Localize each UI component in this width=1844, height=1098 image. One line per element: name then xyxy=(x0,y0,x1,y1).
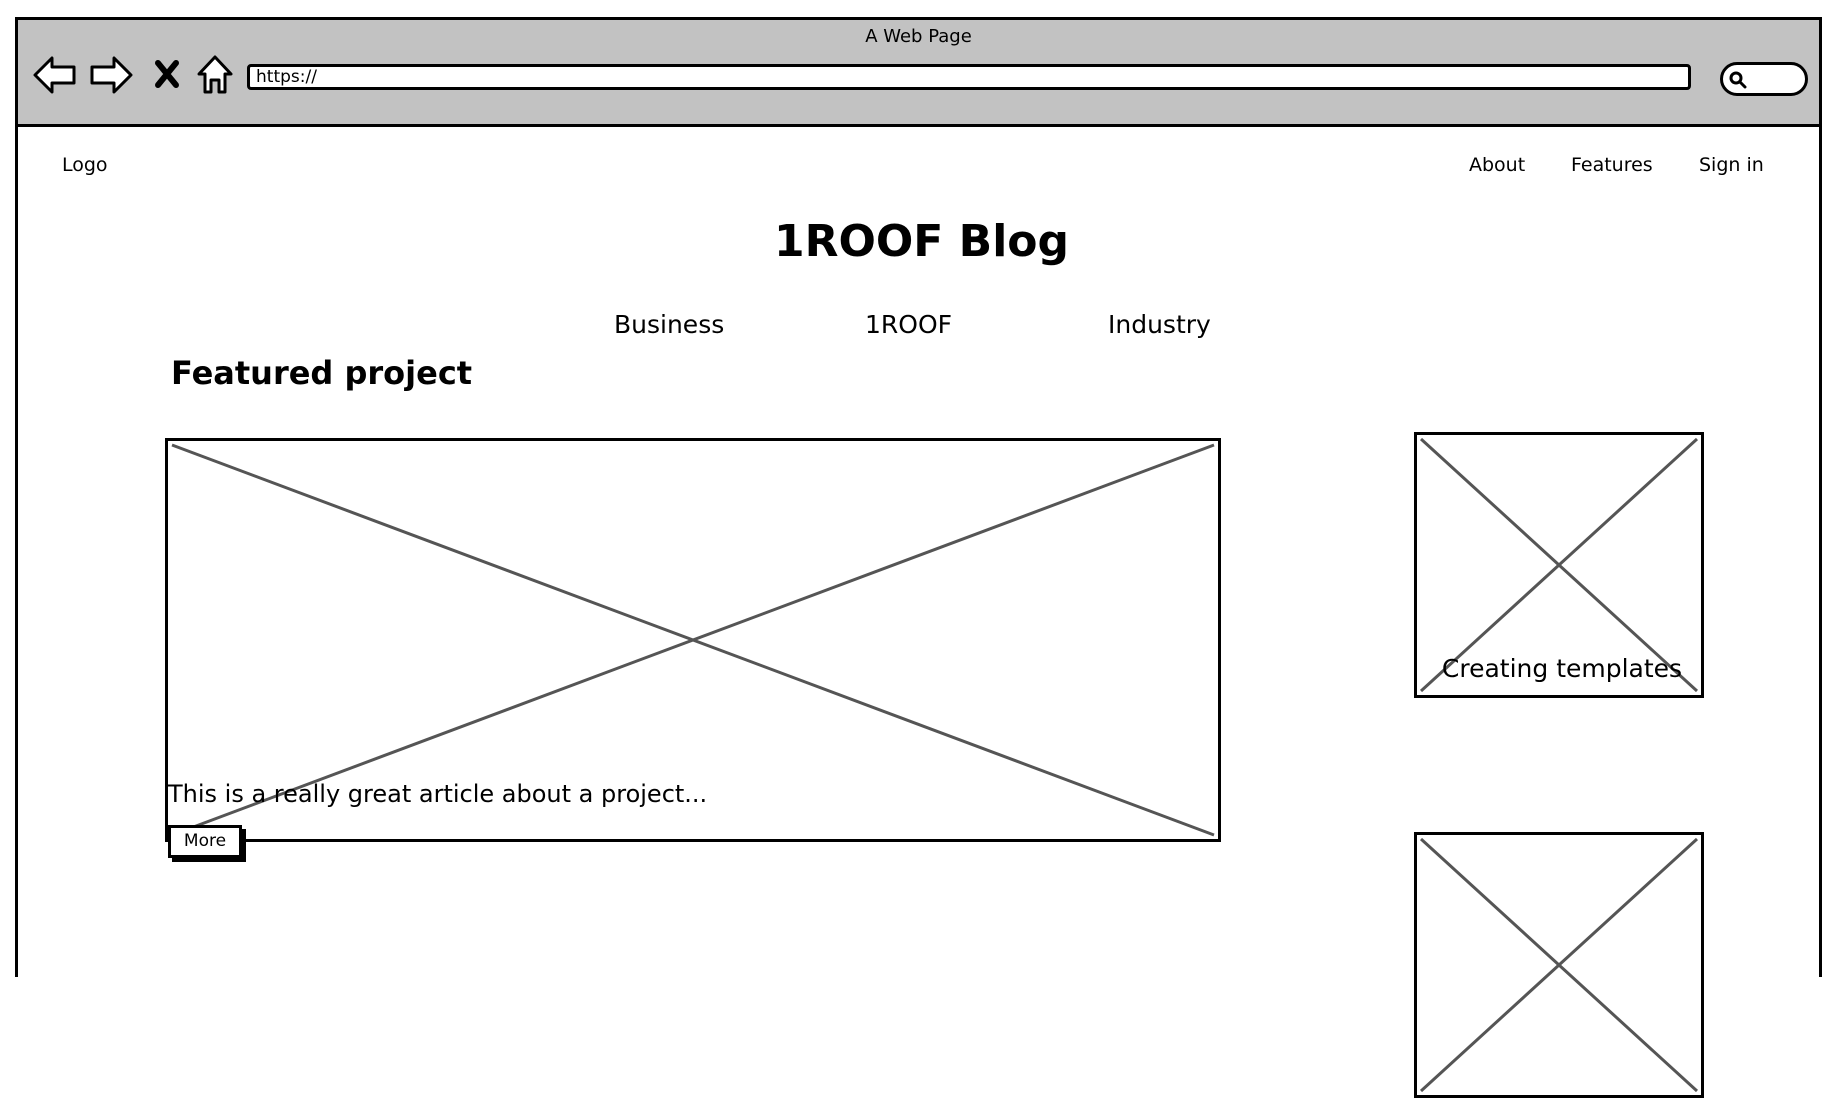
featured-heading: Featured project xyxy=(171,354,473,392)
back-arrow-icon[interactable] xyxy=(32,52,78,98)
search-field[interactable] xyxy=(1720,62,1808,96)
browser-window: A Web Page xyxy=(15,17,1822,1098)
sidebar-image-placeholder-2[interactable] xyxy=(1414,832,1704,1098)
sidebar-caption[interactable]: Creating templates xyxy=(1441,654,1683,683)
category-business[interactable]: Business xyxy=(614,310,725,339)
page-title: 1ROOF Blog xyxy=(773,216,1070,267)
forward-arrow-icon[interactable] xyxy=(88,52,134,98)
nav-sign-in[interactable]: Sign in xyxy=(1699,154,1764,176)
nav-features[interactable]: Features xyxy=(1571,154,1653,176)
category-1roof[interactable]: 1ROOF xyxy=(865,310,953,339)
site-logo[interactable]: Logo xyxy=(62,154,108,176)
close-icon[interactable] xyxy=(153,52,181,98)
category-industry[interactable]: Industry xyxy=(1108,310,1211,339)
featured-image-placeholder[interactable] xyxy=(165,438,1221,842)
featured-excerpt: This is a really great article about a p… xyxy=(168,780,708,808)
home-icon[interactable] xyxy=(195,52,235,98)
more-button[interactable]: More xyxy=(168,825,242,858)
window-title: A Web Page xyxy=(865,26,972,47)
url-input[interactable] xyxy=(247,64,1691,90)
browser-chrome: A Web Page xyxy=(18,20,1819,127)
nav-about[interactable]: About xyxy=(1469,154,1526,176)
sidebar-image-placeholder[interactable] xyxy=(1414,432,1704,698)
